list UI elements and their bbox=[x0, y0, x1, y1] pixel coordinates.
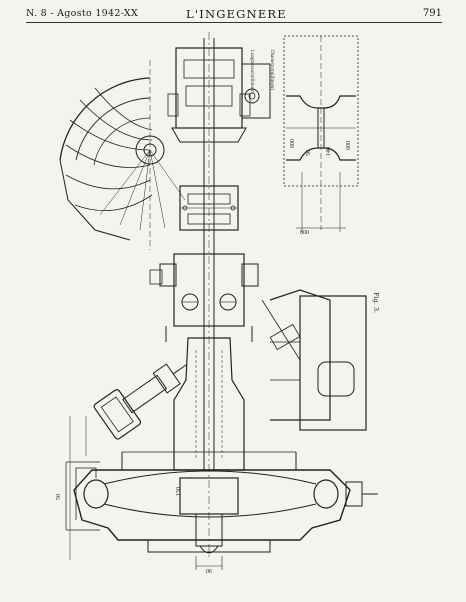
page-number: 791 bbox=[422, 8, 442, 19]
figure-label: Fig. 3. bbox=[372, 292, 380, 314]
vertical-note-1: Lunghezza/millimetri bbox=[249, 50, 254, 94]
bottom-dimension bbox=[195, 556, 223, 570]
diffuser-section bbox=[283, 35, 359, 232]
dim-600: 600 bbox=[290, 139, 296, 148]
left-dimension-bracket bbox=[65, 416, 100, 560]
page-header: N. 8 - Agosto 1942-XX L'INGEGNERE 791 bbox=[26, 7, 442, 24]
pump-casing bbox=[73, 451, 378, 554]
dim-50-left: 50 bbox=[56, 494, 62, 500]
dim-800: 800 bbox=[300, 230, 309, 236]
middle-bearing bbox=[149, 253, 259, 342]
issue-info: N. 8 - Agosto 1942-XX bbox=[26, 8, 139, 19]
header-rule bbox=[26, 22, 442, 23]
dim-600-right: 600 bbox=[346, 141, 352, 150]
journal-title: L'INGEGNERE bbox=[186, 7, 287, 21]
vertical-note-2: Diametro/millimetri bbox=[269, 50, 274, 91]
impeller-blade-diagram bbox=[59, 60, 186, 250]
dim-50-right: 50 bbox=[306, 150, 312, 156]
dim-140: 140 bbox=[326, 147, 332, 156]
top-bearing-housing bbox=[167, 47, 271, 143]
motor-bracket bbox=[261, 289, 367, 431]
dim-150: 150 bbox=[176, 487, 182, 496]
shaft-coupling bbox=[179, 185, 239, 231]
angled-valve bbox=[93, 363, 187, 440]
dim-90-bottom: 90 bbox=[206, 567, 212, 573]
